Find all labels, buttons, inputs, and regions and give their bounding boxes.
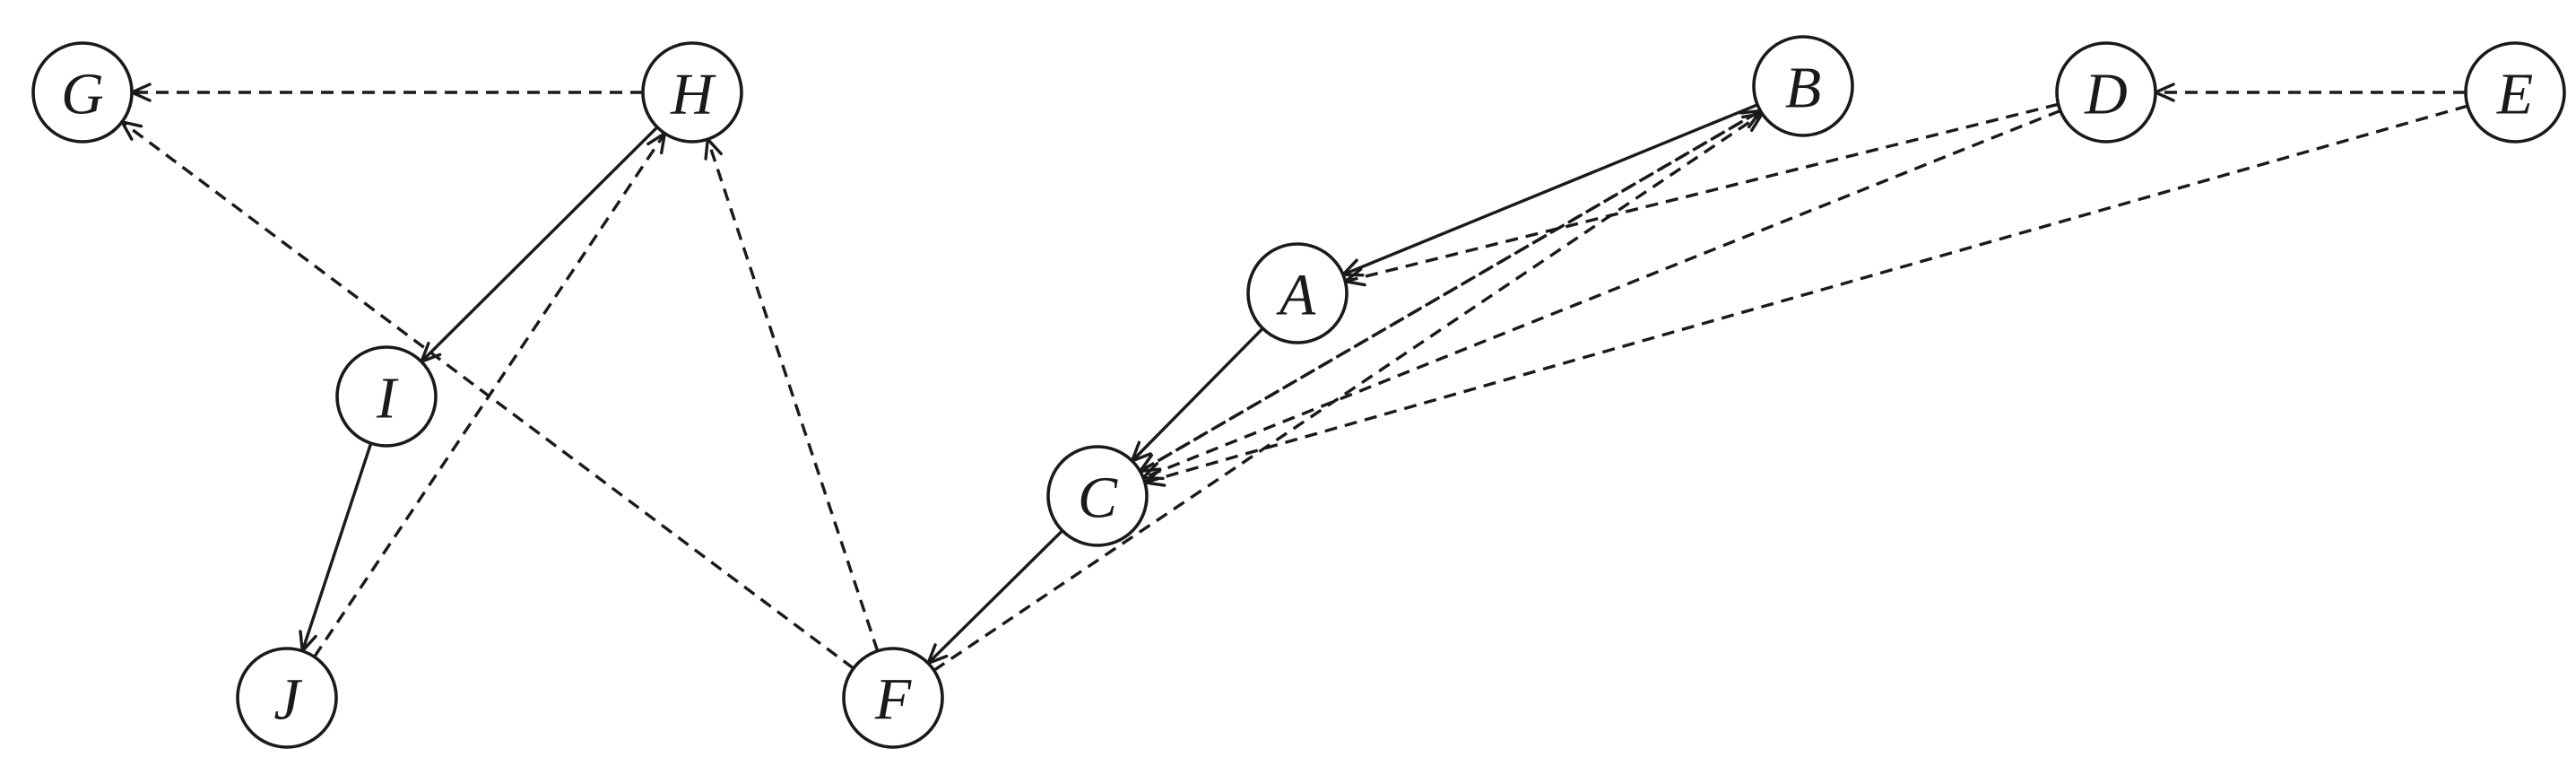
edge-d-to-a	[1343, 102, 2060, 287]
edge-line	[1131, 326, 1264, 463]
node-circle	[335, 345, 438, 448]
node-f: F	[842, 647, 944, 749]
edge-line	[1139, 109, 1762, 473]
node-circle	[842, 647, 944, 749]
edge-line	[926, 529, 1064, 665]
node-g: G	[31, 41, 134, 144]
edge-line	[313, 132, 666, 658]
node-j: J	[236, 647, 338, 749]
node-label: E	[2496, 62, 2533, 127]
edge-f-to-h	[704, 137, 880, 652]
node-b: B	[1752, 35, 1854, 137]
node-h: H	[641, 41, 743, 144]
nodes-layer: G H I J F C A B D E	[31, 35, 2566, 749]
edge-line	[1342, 103, 1758, 276]
edges-layer	[120, 83, 2468, 672]
node-circle	[1246, 242, 1349, 344]
node-i: I	[335, 345, 438, 448]
edge-line	[1144, 104, 2468, 484]
arrowhead-icon	[646, 132, 667, 155]
edge-h-to-g	[130, 83, 643, 102]
node-label: I	[376, 366, 399, 431]
edge-i-to-j	[299, 442, 373, 653]
edge-h-to-i	[420, 126, 659, 363]
edge-line	[300, 442, 373, 652]
edge-line	[932, 112, 1764, 672]
node-circle	[2055, 41, 2157, 144]
edge-b-to-a	[1341, 103, 1758, 277]
edge-line	[420, 126, 659, 363]
node-circle	[31, 41, 134, 144]
node-d: D	[2055, 41, 2157, 144]
edge-line	[706, 138, 880, 652]
node-label: J	[273, 667, 302, 733]
node-circle	[2464, 41, 2566, 144]
node-circle	[1046, 445, 1149, 547]
node-label: A	[1276, 263, 1316, 328]
edge-line	[1344, 102, 2060, 283]
node-label: F	[874, 667, 912, 733]
node-label: C	[1078, 466, 1118, 531]
arrowhead-icon	[120, 120, 143, 141]
node-e: E	[2464, 41, 2566, 144]
edge-f-to-b	[932, 112, 1764, 672]
node-label: D	[2084, 62, 2128, 127]
node-circle	[236, 647, 338, 749]
node-label: G	[61, 62, 104, 127]
node-circle	[641, 41, 743, 144]
edge-c-to-b	[1139, 109, 1763, 473]
edge-a-to-c	[1130, 326, 1264, 463]
node-label: H	[670, 62, 716, 127]
node-label: B	[1785, 56, 1821, 121]
node-circle	[1752, 35, 1854, 137]
node-c: C	[1046, 445, 1149, 547]
node-a: A	[1246, 242, 1349, 344]
edge-e-to-d	[2154, 83, 2466, 102]
